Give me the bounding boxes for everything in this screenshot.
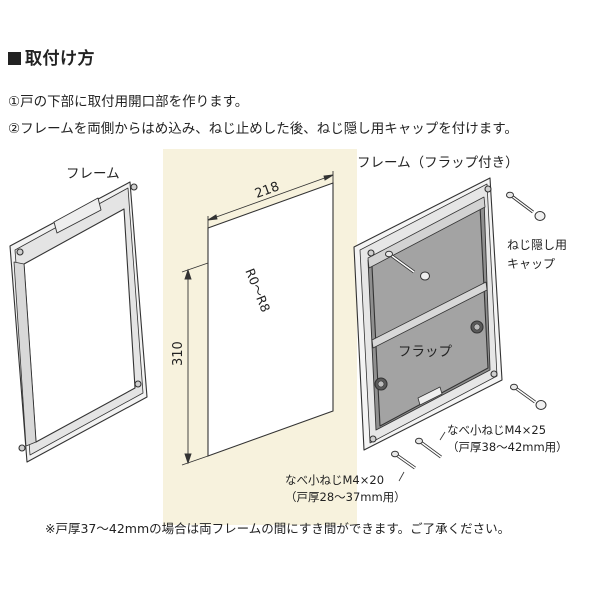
caps	[420, 211, 547, 410]
frame-with-flap-label: フレーム（フラップ付き）	[357, 155, 519, 171]
door-opening	[207, 182, 334, 457]
heading-text: 取付け方	[25, 49, 95, 69]
screw-m4x20-leader	[398, 471, 405, 482]
step-2-text: ②フレームを両側からはめ込み、ねじ止めした後、ねじ隠し用キャップを付けます。	[8, 121, 518, 137]
height-dimension	[181, 262, 209, 466]
frame-label: フレーム	[66, 166, 120, 182]
section-heading: 取付け方	[8, 44, 95, 69]
screws	[385, 191, 536, 470]
screw-m4x20-label: なべ小ねじM4×20	[285, 473, 384, 487]
screw-m4x25-leader	[439, 431, 446, 441]
heading-square-icon	[8, 52, 21, 65]
width-dimension	[207, 171, 334, 228]
screw-m4x25-label: なべ小ねじM4×25	[447, 423, 546, 437]
height-value: 310	[171, 341, 186, 366]
door-panel	[163, 149, 357, 525]
left-frame	[9, 181, 148, 463]
cap-icon	[535, 400, 547, 410]
cap-icon	[534, 211, 546, 221]
screw-icon	[415, 437, 442, 459]
screw-icon	[385, 250, 415, 274]
screw-m4x20-note: （戸厚28〜37mm用）	[285, 490, 406, 504]
screw-m4x25-note: （戸厚38〜42mm用）	[447, 440, 568, 454]
screw-icon	[391, 450, 416, 470]
cap-icon	[420, 271, 430, 281]
cap-label-line1: ねじ隠し用	[507, 238, 567, 252]
screw-icon	[506, 191, 534, 214]
footnote: ※戸厚37〜42mmの場合は両フレームの間にすき間ができます。ご了承ください。	[45, 521, 511, 536]
cap-label-line2: キャップ	[507, 257, 555, 271]
screw-icon	[510, 383, 536, 404]
step-1-text: ①戸の下部に取付用開口部を作ります。	[8, 94, 249, 110]
flap-label: フラップ	[398, 344, 452, 360]
right-frame-with-flap	[353, 177, 503, 451]
